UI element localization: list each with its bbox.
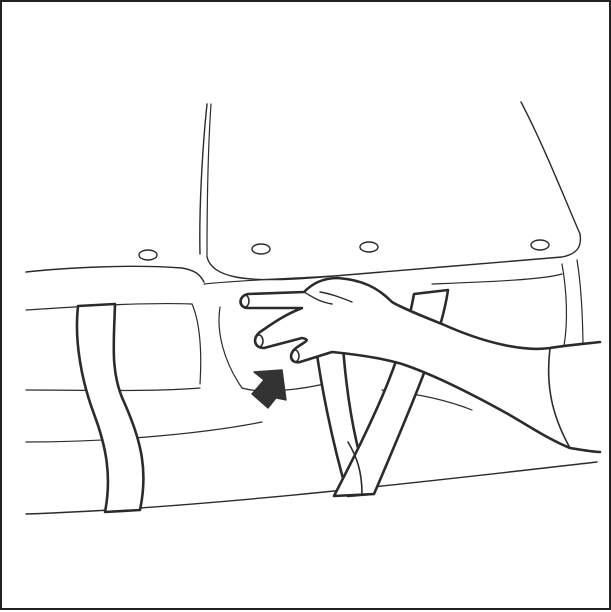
arrow-icon	[252, 370, 286, 408]
strap-left	[77, 304, 144, 512]
seat-back	[200, 102, 581, 280]
